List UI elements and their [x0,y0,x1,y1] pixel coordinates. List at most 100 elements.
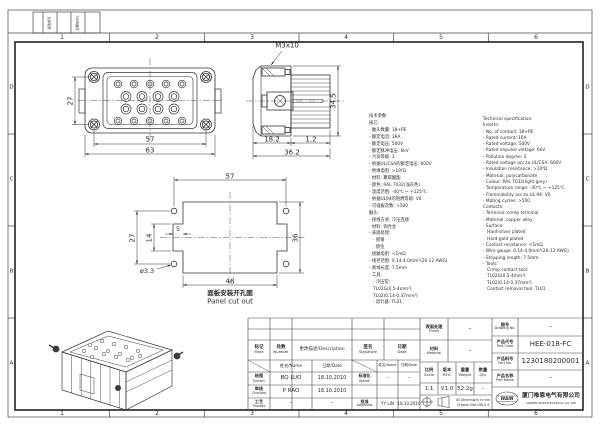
thread-callout: M3x10 [275,41,299,50]
material-zh: 材料 [429,345,439,351]
process-name: – [289,400,293,407]
finish-zh: 表面处理 [425,323,443,329]
row-approved-zh: 批准 [360,398,369,404]
scale-label: 比例 Scale [420,362,438,383]
zone-col-6: 6 [534,33,538,41]
dim-front-inner-width: 57 [145,135,155,144]
zone-col-4: 4 [344,33,348,41]
row-stand-en: Stand. [358,378,371,383]
dim-front-outer-width: 63 [145,146,155,154]
zone-row-a-r: A [585,360,590,367]
dim-side-flange: 18.2 [264,135,280,143]
row-stand-label: 标准化 Stand. [352,372,377,385]
dimension-note-line2: Original Size DIN A 4 [456,402,490,407]
material-en: Material [426,351,442,356]
row-drawn-en: Drawn [253,378,265,383]
isometric-view-drawing [48,330,184,411]
zone-col-5: 5 [439,33,443,41]
part-no-en: Part No. [498,360,512,365]
zone-col-b6: 6 [534,409,538,417]
drawn-date: 18.10.2010 [317,374,347,381]
drawing-no-value: – [549,322,552,330]
th-description-label: 更改描述/Description [299,347,345,353]
dim-cutout-height: 36 [291,233,300,242]
part-name-value: – [549,374,552,382]
zone-row-d-r: D [585,84,590,91]
title-block-grid [247,317,583,410]
row-checked-zh: 审核 [254,386,264,392]
dim-cutout-hole-dia: ø3.3 [139,266,155,275]
dim-cutout-notch-d: 5 [176,226,180,233]
part-name-label: 产品名称 Part Name [492,370,518,387]
drawing-no-label: 图号 Drawing No. [492,318,518,336]
zone-col-2: 2 [155,33,159,41]
th-number: 处数 Number [270,340,292,360]
row-process-zh: 工艺 [254,398,264,404]
finish-value: – [468,324,472,332]
finish-label: 表面处理 Finish [420,318,448,340]
weight-en: Weight [458,372,472,377]
th-date-right: 日期/Date [400,363,418,368]
row-checked-label: 审核 Checked [248,385,270,398]
dimension-note-line1: All Dimensions in mm [456,398,490,403]
part-code-zh: 产品代号 [496,339,514,345]
zone-row-c: C [9,176,14,183]
side-view-drawing [246,50,344,159]
row-process-en: Process [252,403,266,408]
th-date: 日期 Date [384,340,420,360]
company-name-en: XIAMEN WAIN ELECTRICAL CO.,LTD [525,400,577,405]
checked-date: 18.10.2010 [317,387,347,394]
dim-side-height: 34.5 [329,93,338,109]
spec-text-zh: 技术参数: 插芯: - 触头数量: 18+PE - 额定电流: 16A - 额定… [369,114,448,306]
qty-value: – [481,385,485,392]
dim-cutout-notch-h: 14 [145,233,154,242]
zone-col-b4: 4 [344,409,348,417]
dim-side-gap: 1.2 [305,135,317,143]
checked-name: P RAO [282,388,300,395]
drawing-no-en: Drawing No. [494,326,516,331]
part-no-zh: 产品料号 [496,356,514,362]
row-process-label: 工艺 Process [248,398,270,410]
row-approved-en: Approved [356,403,373,408]
th-name-right: 姓名/Name [378,363,397,368]
wain-logo: WAIN [500,395,514,401]
zone-col-3: 3 [250,33,254,41]
zone-row-c-r: C [585,176,590,183]
drawing-frame [14,41,584,411]
weight-zh: 重量 [460,367,470,373]
th-number-en: Number [273,349,289,355]
front-view-drawing [72,58,222,157]
stand-date: – [407,374,411,381]
zone-col-1: 1 [60,33,64,41]
material-value: – [468,346,472,354]
spec-text-en: Technical specification: Inserts: - No. … [483,117,569,293]
row-drawn-label: 绘图 Drawn [248,372,270,385]
company-name-zh: 厦门唯恩电气有限公司 [522,392,580,399]
process-date: – [330,400,334,407]
scale-zh: 比例 [424,367,434,373]
part-code-label: 产品代号 Part Code [492,336,518,353]
zone-col-b1: 1 [60,409,64,417]
th-signature-en: Signature [358,349,378,355]
finish-en: Finish [428,329,440,334]
rev-en: REV. [443,372,451,377]
dim-cutout-top: 57 [225,172,235,180]
rev-zh: 版本 [442,367,452,373]
weight-value: 52.2g [457,385,473,392]
dim-front-height: 27 [66,96,75,105]
approved-date: 18.10.2010 [397,400,421,406]
panel-cutout-drawing [134,177,305,288]
zone-row-b-r: B [585,268,590,275]
sheet-border [7,9,593,418]
part-name-en: Part Name [496,377,514,382]
row-approved-label: 批准 Approved [352,398,377,410]
th-description: 更改描述/Description [292,340,352,360]
th-mark-en: Mark [254,349,264,355]
approved-name: YY LIN [380,400,395,406]
rev-value: V1.0 [440,385,454,392]
qty-zh: 数量 [478,367,488,373]
rev-strip-label-b: 日期/Date [75,14,80,31]
zone-row-b: B [9,268,14,275]
